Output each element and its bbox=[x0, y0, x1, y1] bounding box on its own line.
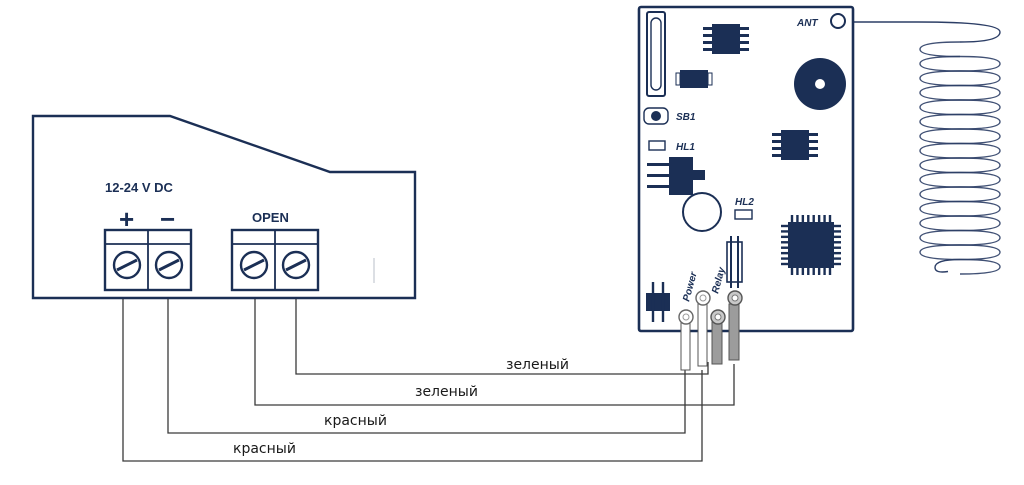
wires bbox=[122, 299, 735, 462]
chip-pin bbox=[790, 215, 794, 222]
hl1-label: HL1 bbox=[676, 142, 695, 153]
chip-pin bbox=[801, 215, 805, 222]
chip-pin bbox=[781, 230, 788, 233]
chip-pin bbox=[796, 215, 799, 222]
antenna-pad bbox=[830, 13, 846, 29]
chip-pin bbox=[807, 268, 810, 275]
hl2-led bbox=[734, 209, 753, 220]
chip-pin bbox=[834, 235, 841, 239]
board-lead-wires bbox=[678, 290, 743, 371]
receiver-board: ANT SB1 HL1 bbox=[637, 5, 855, 333]
screw-icon bbox=[239, 250, 269, 280]
chip-pin bbox=[834, 257, 841, 260]
chip-pin bbox=[812, 268, 815, 275]
chip-pin bbox=[834, 262, 841, 266]
chip-pin bbox=[781, 257, 788, 260]
ant-label: ANT bbox=[796, 18, 818, 29]
controller-unit: 12-24 V DC + − OPEN bbox=[31, 114, 417, 300]
wire-label-green-2: зеленый bbox=[415, 384, 478, 400]
smd-diode bbox=[675, 70, 713, 88]
buzzer bbox=[794, 58, 846, 110]
wire-green-2 bbox=[254, 299, 735, 406]
hl1-led bbox=[648, 140, 666, 151]
chip-pin bbox=[834, 224, 841, 228]
wire-green-1 bbox=[295, 299, 709, 375]
chip-pin bbox=[781, 235, 788, 239]
coil-end bbox=[934, 258, 961, 273]
ic-chip-middle bbox=[772, 130, 818, 160]
open-terminal-block bbox=[230, 228, 320, 292]
power-terminal-block bbox=[103, 228, 193, 292]
chip-pin bbox=[781, 262, 788, 266]
jumper-power bbox=[646, 282, 670, 322]
chip-pin bbox=[781, 224, 788, 228]
controller-housing bbox=[31, 114, 417, 300]
screw-icon bbox=[154, 250, 184, 280]
wire-label-green-1: зеленый bbox=[506, 357, 569, 373]
chip-pin bbox=[781, 251, 788, 255]
chip-pin bbox=[823, 268, 826, 275]
chip-pin bbox=[781, 241, 788, 244]
hl2-label: HL2 bbox=[735, 197, 754, 208]
microcontroller-chip bbox=[781, 215, 841, 275]
screw-icon bbox=[112, 250, 142, 280]
wire-red-1 bbox=[167, 299, 686, 434]
minus-label: − bbox=[160, 204, 175, 234]
chip-pin bbox=[781, 246, 788, 249]
screw-icon bbox=[281, 250, 311, 280]
wire-red-2 bbox=[122, 299, 703, 462]
voltage-label: 12-24 V DC bbox=[105, 180, 174, 195]
antenna-coil bbox=[844, 21, 1001, 275]
open-label: OPEN bbox=[252, 210, 289, 225]
crystal-oscillator bbox=[646, 11, 666, 97]
wire-label-red-2: красный bbox=[233, 441, 296, 457]
chip-pin bbox=[828, 268, 832, 275]
wire-label-red-1: красный bbox=[324, 413, 387, 429]
chip-pin bbox=[834, 251, 841, 255]
sb1-label: SB1 bbox=[676, 112, 696, 123]
chip-pin bbox=[812, 215, 815, 222]
round-capacitor bbox=[682, 192, 722, 232]
chip-pin bbox=[790, 268, 794, 275]
chip-pin bbox=[817, 215, 821, 222]
chip-pin bbox=[834, 230, 841, 233]
sb1-button bbox=[643, 107, 669, 125]
regulator bbox=[647, 157, 705, 195]
chip-pin bbox=[828, 215, 832, 222]
chip-pin bbox=[823, 215, 826, 222]
chip-pin bbox=[801, 268, 805, 275]
chip-pin bbox=[834, 241, 841, 244]
chip-pin bbox=[834, 246, 841, 249]
plus-label: + bbox=[119, 204, 134, 234]
chip-pin bbox=[817, 268, 821, 275]
ic-chip-top bbox=[703, 24, 749, 54]
chip-pin bbox=[796, 268, 799, 275]
chip-pin bbox=[807, 215, 810, 222]
jumper-relay bbox=[726, 236, 743, 288]
